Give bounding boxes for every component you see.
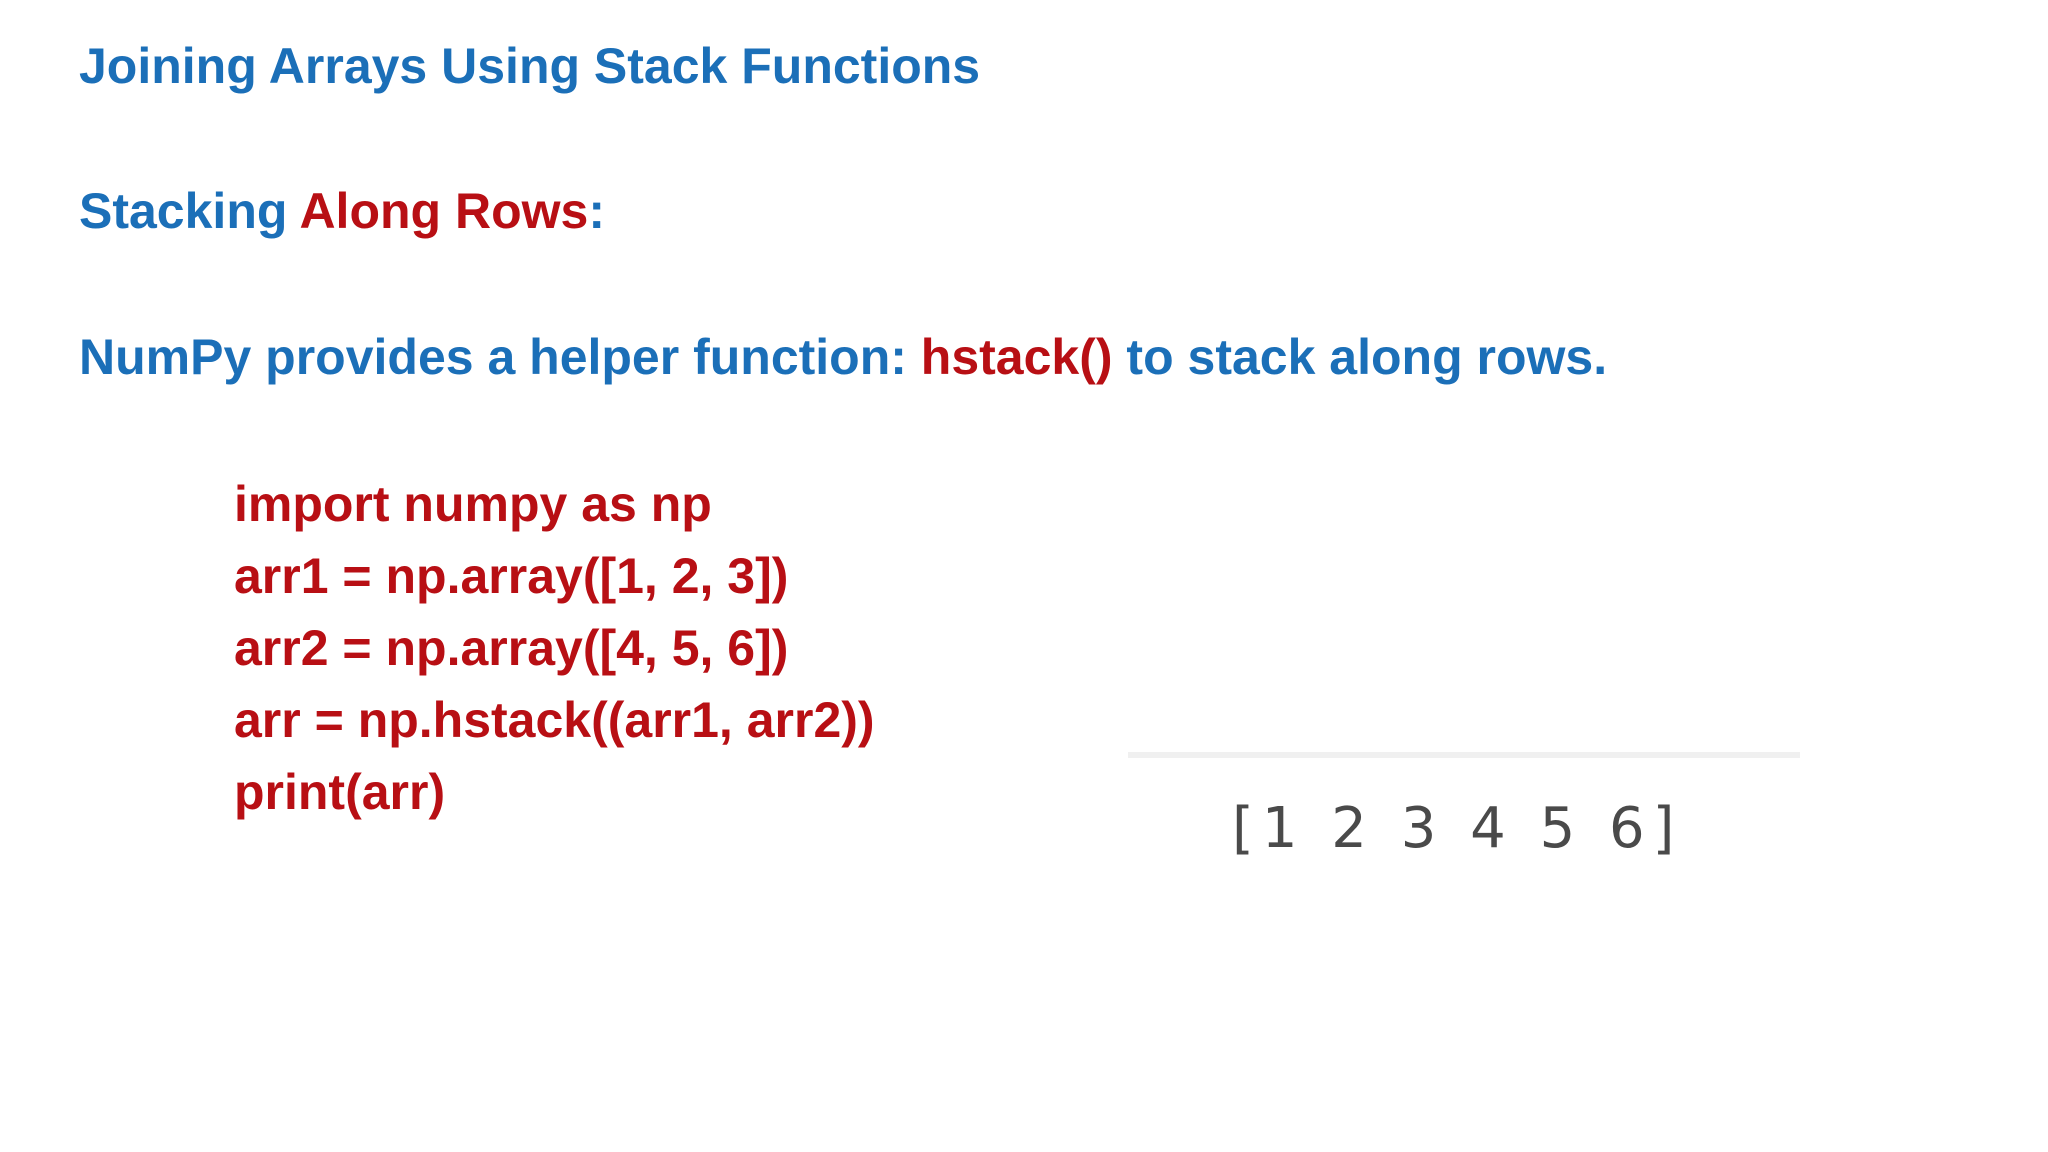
code-line: import numpy as np	[234, 476, 712, 532]
section-heading-suffix: :	[588, 183, 605, 239]
description-function-name: hstack()	[920, 329, 1113, 385]
section-heading-prefix: Stacking	[79, 183, 300, 239]
description-text: NumPy provides a helper function: hstack…	[79, 323, 1607, 391]
description-prefix: NumPy provides a helper function:	[79, 329, 921, 385]
code-line: arr2 = np.array([4, 5, 6])	[234, 620, 789, 676]
output-text: [1 2 3 4 5 6]	[1232, 796, 1683, 861]
code-line: print(arr)	[234, 764, 446, 820]
description-suffix: to stack along rows.	[1112, 329, 1608, 385]
slide-title: Joining Arrays Using Stack Functions	[79, 38, 981, 94]
code-block: import numpy as np arr1 = np.array([1, 2…	[234, 468, 875, 828]
section-heading: Stacking Along Rows:	[79, 177, 605, 245]
code-line: arr1 = np.array([1, 2, 3])	[234, 548, 789, 604]
output-panel: [1 2 3 4 5 6]	[1128, 752, 1800, 862]
section-heading-highlight: Along Rows	[299, 183, 589, 239]
code-line: arr = np.hstack((arr1, arr2))	[234, 692, 875, 748]
output-divider	[1128, 752, 1800, 758]
